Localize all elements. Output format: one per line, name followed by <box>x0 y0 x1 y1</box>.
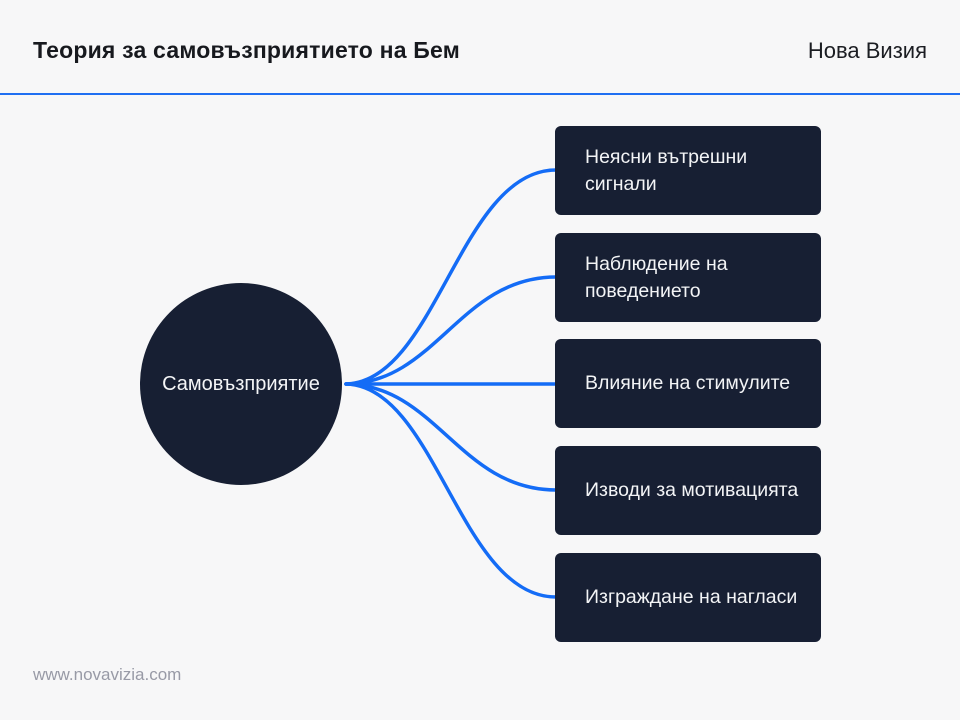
node-label-4: Изводи за мотивацията <box>585 479 799 501</box>
node-box-3: Влияние на стимулите <box>555 339 821 428</box>
node-label-2: Наблюдение на поведението <box>585 252 728 302</box>
connector-line-2 <box>344 275 558 386</box>
node-box-4: Изводи за мотивацията <box>555 446 821 535</box>
node-label-1: Неясни вътрешни сигнали <box>585 145 748 195</box>
connector-line-5 <box>344 382 558 599</box>
node-box-5: Изграждане на нагласи <box>555 553 821 642</box>
header-divider <box>0 93 960 95</box>
website-url: www.novavizia.com <box>33 665 182 684</box>
node-box-1: Неясни вътрешни сигнали <box>555 126 821 215</box>
central-node-label: Самовъзприятие <box>162 372 320 395</box>
brand-name: Нова Визия <box>807 38 927 63</box>
connector-line-1 <box>344 168 558 386</box>
node-label-5: Изграждане на нагласи <box>585 586 798 608</box>
central-node: Самовъзприятие <box>140 283 342 485</box>
node-box-2: Наблюдение на поведението <box>555 233 821 322</box>
page-title: Теория за самовъзприятието на Бем <box>33 37 460 63</box>
connector-line-4 <box>344 382 558 492</box>
node-label-3: Влияние на стимулите <box>585 372 791 394</box>
